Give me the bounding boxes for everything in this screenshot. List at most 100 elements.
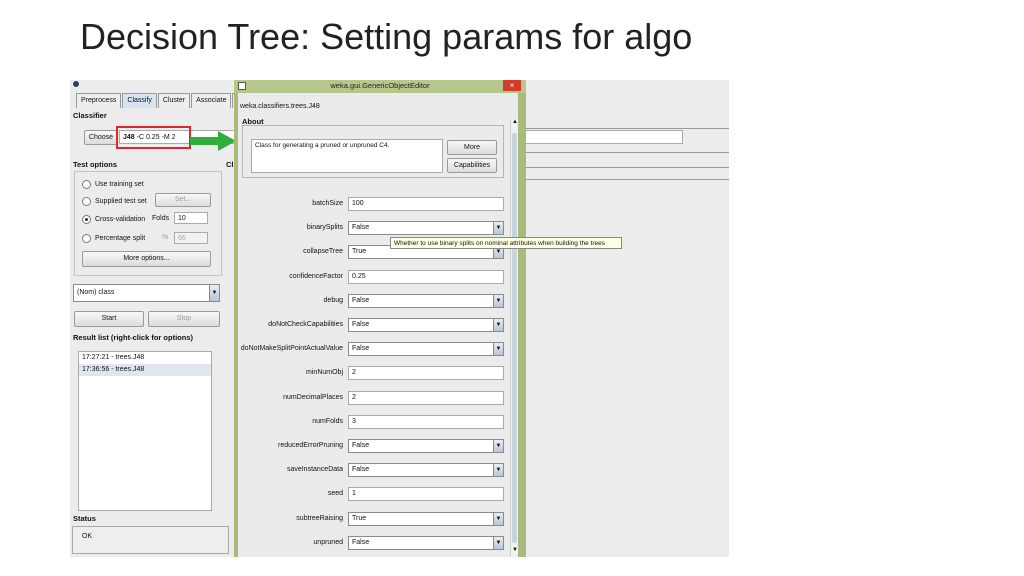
chevron-down-icon: ▼ <box>493 513 503 525</box>
param-numFolds-input[interactable]: 3 <box>348 415 504 429</box>
radio-circle <box>82 196 91 206</box>
dialog-titlebar[interactable]: weka.gui.GenericObjectEditor × <box>234 80 526 93</box>
param-value: False <box>352 466 370 473</box>
stop-button[interactable]: Stop <box>148 311 220 327</box>
more-options-button[interactable]: More options... <box>82 251 211 267</box>
param-label-saveInstanceData: saveInstanceData <box>286 466 343 473</box>
param-label-debug: debug <box>323 297 343 304</box>
param-numDecimalPlaces-input[interactable]: 2 <box>348 391 504 405</box>
tab-cluster[interactable]: Cluster <box>157 93 191 108</box>
dialog-window-icon <box>238 82 246 90</box>
start-button[interactable]: Start <box>74 311 144 327</box>
param-label-doNotCheckCapabilities: doNotCheckCapabilities <box>268 321 343 328</box>
test-options-group <box>74 171 222 276</box>
param-value: True <box>352 248 367 255</box>
folds-input[interactable]: 10 <box>174 212 208 224</box>
result-item[interactable]: 17:36:56 - trees.J48 <box>79 364 211 376</box>
class-select-value: (Nom) class <box>77 289 115 296</box>
param-value: 2 <box>352 394 356 401</box>
dialog-body: weka.classifiers.trees.J48 About Class f… <box>238 93 518 557</box>
classifier-options: -C 0.25 -M 2 <box>136 134 176 141</box>
param-subtreeRaising-select[interactable]: True ▼ <box>348 512 504 526</box>
class-name: weka.classifiers.trees.J48 <box>240 103 320 110</box>
result-item[interactable]: 17:27:21 - trees.J48 <box>82 354 145 361</box>
output-border <box>519 128 729 129</box>
tab-associate[interactable]: Associate <box>191 93 232 108</box>
param-minNumObj-input[interactable]: 2 <box>348 366 504 380</box>
param-doNotCheckCapabilities-select[interactable]: False ▼ <box>348 318 504 332</box>
scroll-down-icon[interactable]: ▼ <box>512 547 518 553</box>
param-value: False <box>352 297 370 304</box>
param-value: False <box>352 321 370 328</box>
window-icon <box>73 81 79 87</box>
scroll-thumb[interactable] <box>512 133 517 543</box>
radio-circle <box>82 179 91 189</box>
green-arrow-icon <box>190 131 236 151</box>
vertical-scrollbar[interactable]: ▲ ▼ <box>510 119 518 557</box>
chevron-down-icon: ▼ <box>493 343 503 355</box>
chevron-down-icon: ▼ <box>493 222 503 234</box>
param-value: 1 <box>352 490 356 497</box>
param-debug-select[interactable]: False ▼ <box>348 294 504 308</box>
param-value: False <box>352 224 370 231</box>
status-label: Status <box>73 514 96 523</box>
param-value: 0.25 <box>352 273 366 280</box>
dialog-title: weka.gui.GenericObjectEditor <box>330 81 430 90</box>
class-select[interactable]: (Nom) class ▼ <box>73 284 220 302</box>
param-label-binarySplits: binarySplits <box>306 224 343 231</box>
radio-use-training-set[interactable]: Use training set <box>82 178 144 190</box>
screenshot: Preprocess Classify Cluster Associate S … <box>70 80 729 557</box>
radio-label: Cross-validation <box>95 215 146 223</box>
radio-label: Supplied test set <box>95 197 147 205</box>
tab-classify[interactable]: Classify <box>122 93 157 108</box>
param-confidenceFactor-input[interactable]: 0.25 <box>348 270 504 284</box>
output-border <box>519 179 729 180</box>
chevron-down-icon: ▼ <box>209 285 219 301</box>
param-saveInstanceData-select[interactable]: False▼ <box>348 463 504 477</box>
about-label: About <box>242 117 264 126</box>
param-seed-input[interactable]: 1 <box>348 487 504 501</box>
status-field: OK <box>72 526 229 554</box>
classifier-output-label-glimpse: Cl <box>226 160 234 169</box>
capabilities-button[interactable]: Capabilities <box>447 158 497 173</box>
param-label-numFolds: numFolds <box>312 418 343 425</box>
param-label-batchSize: batchSize <box>312 200 343 207</box>
param-reducedErrorPruning-select[interactable]: False▼ <box>348 439 504 453</box>
folds-label: Folds <box>152 215 170 222</box>
param-label-numDecimalPlaces: numDecimalPlaces <box>283 394 343 401</box>
highlight-box <box>116 126 191 149</box>
param-batchSize-input[interactable]: 100 <box>348 197 504 211</box>
radio-cross-validation[interactable]: Cross-validation <box>82 213 145 225</box>
more-button[interactable]: More <box>447 140 497 155</box>
param-label-doNotMakeSplitPointActualValue: doNotMakeSplitPointActualValue <box>240 345 343 352</box>
param-unpruned-select[interactable]: False▼ <box>348 536 504 550</box>
output-border <box>519 152 729 153</box>
param-label-reducedErrorPruning: reducedErrorPruning <box>278 442 343 449</box>
classifier-section-label: Classifier <box>73 111 107 120</box>
param-label-confidenceFactor: confidenceFactor <box>289 273 343 280</box>
scroll-up-icon[interactable]: ▲ <box>512 119 518 125</box>
chevron-down-icon: ▼ <box>493 319 503 331</box>
tab-preprocess[interactable]: Preprocess <box>76 93 122 108</box>
radio-percentage-split[interactable]: Percentage split <box>82 232 145 244</box>
chevron-down-icon: ▼ <box>493 295 503 307</box>
result-list: 17:27:21 - trees.J48 17:36:56 - trees.J4… <box>78 351 212 511</box>
param-binarySplits-select[interactable]: False ▼ <box>348 221 504 235</box>
tooltip: Whether to use binary splits on nominal … <box>390 237 622 249</box>
output-border <box>519 167 729 168</box>
result-list-label: Result list (right-click for options) <box>73 333 194 342</box>
chevron-down-icon: ▼ <box>493 537 503 549</box>
choose-button[interactable]: Choose <box>84 130 118 145</box>
param-doNotMakeSplitPointActualValue-select[interactable]: False▼ <box>348 342 504 356</box>
param-label-minNumObj: minNumObj <box>306 369 343 376</box>
close-icon[interactable]: × <box>503 80 521 91</box>
about-group: Class for generating a pruned or unprune… <box>242 125 504 178</box>
param-value: True <box>352 515 367 522</box>
radio-supplied-test-set[interactable]: Supplied test set <box>82 195 147 207</box>
set-button[interactable]: Set... <box>155 193 211 207</box>
param-value: 3 <box>352 418 356 425</box>
split-input[interactable]: 66 <box>174 232 208 244</box>
param-value: False <box>352 442 370 449</box>
radio-circle <box>82 233 91 243</box>
param-value: 100 <box>352 200 364 207</box>
